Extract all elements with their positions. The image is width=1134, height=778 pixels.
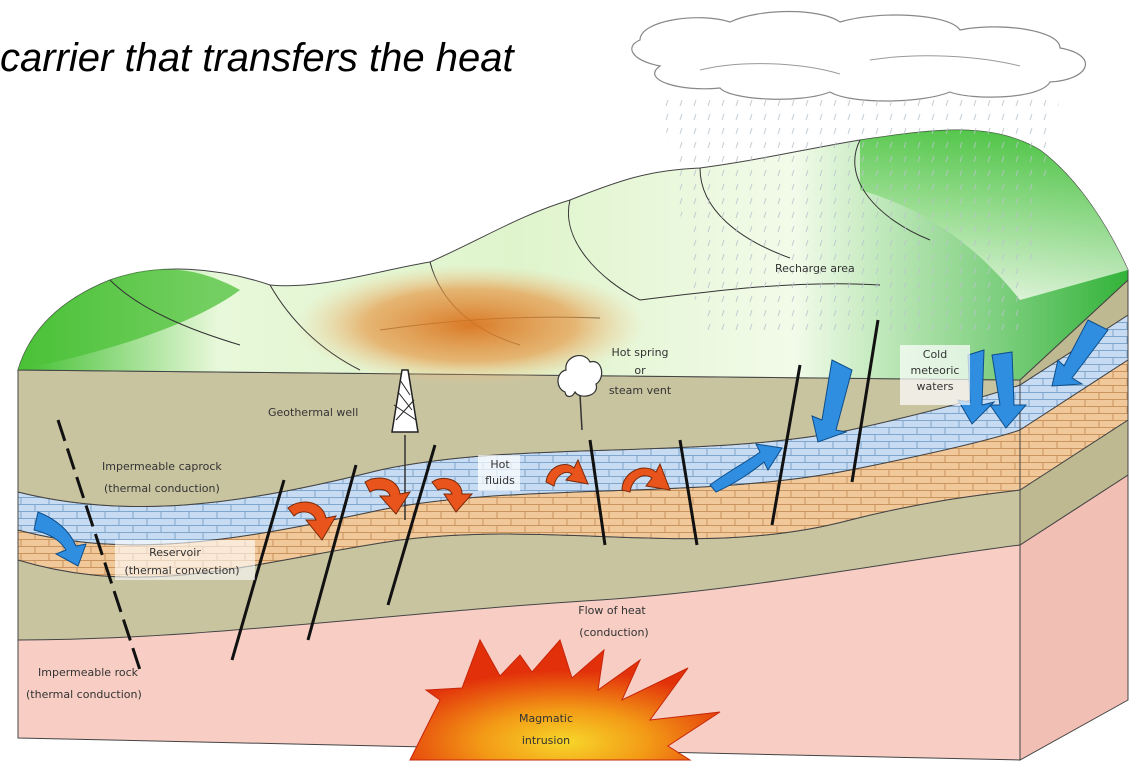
svg-text:Reservoir: Reservoir	[149, 546, 201, 559]
svg-text:Flow of heat: Flow of heat	[578, 604, 646, 617]
svg-text:waters: waters	[916, 380, 953, 393]
svg-text:(thermal convection): (thermal convection)	[124, 564, 239, 577]
magmatic-intrusion	[409, 638, 721, 761]
steam-plume-icon	[557, 354, 603, 431]
label-impermeable-caprock: Impermeable caprock (thermal conduction)	[102, 460, 222, 495]
svg-text:(conduction): (conduction)	[579, 626, 648, 639]
cold-water-arrow-icon	[33, 319, 1109, 567]
svg-text:(thermal conduction): (thermal conduction)	[26, 688, 142, 701]
caprock	[17, 369, 1021, 508]
svg-text:Cold: Cold	[923, 348, 947, 361]
label-geothermal-well: Geothermal well	[268, 406, 358, 419]
svg-text:steam vent: steam vent	[609, 384, 672, 397]
fault-lines	[56, 319, 880, 671]
label-cold-meteoric-waters: Cold meteoric waters	[900, 345, 970, 405]
svg-text:Geothermal well: Geothermal well	[268, 406, 358, 419]
label-impermeable-rock: Impermeable rock (thermal conduction)	[26, 666, 142, 701]
svg-text:Impermeable rock: Impermeable rock	[38, 666, 139, 679]
label-reservoir: Reservoir (thermal convection)	[115, 540, 255, 580]
svg-text:Hot spring: Hot spring	[611, 346, 668, 359]
label-hot-spring: Hot spring or steam vent	[609, 346, 672, 397]
label-flow-of-heat: Flow of heat (conduction)	[578, 604, 648, 639]
drill-rig-icon	[391, 369, 419, 520]
svg-text:fluids: fluids	[485, 474, 515, 487]
svg-text:intrusion: intrusion	[522, 734, 570, 747]
svg-text:(thermal conduction): (thermal conduction)	[104, 482, 220, 495]
thermal-anomaly	[295, 265, 645, 385]
label-magmatic-intrusion: Magmatic intrusion	[519, 712, 573, 747]
svg-text:Impermeable caprock: Impermeable caprock	[102, 460, 222, 473]
svg-text:Magmatic: Magmatic	[519, 712, 573, 725]
label-recharge-area: Recharge area	[775, 262, 855, 275]
hot-fluid-arrow-icon	[287, 458, 671, 541]
left-ridge	[18, 269, 240, 370]
cloud-icon	[631, 10, 1087, 102]
page-heading: carrier that transfers the heat	[0, 36, 514, 80]
svg-text:Hot: Hot	[490, 458, 510, 471]
label-hot-fluids: Hot fluids	[478, 455, 520, 491]
rain-icon	[660, 95, 1060, 330]
svg-text:or: or	[634, 364, 646, 377]
svg-text:meteoric: meteoric	[911, 364, 960, 377]
svg-text:Recharge area: Recharge area	[775, 262, 855, 275]
